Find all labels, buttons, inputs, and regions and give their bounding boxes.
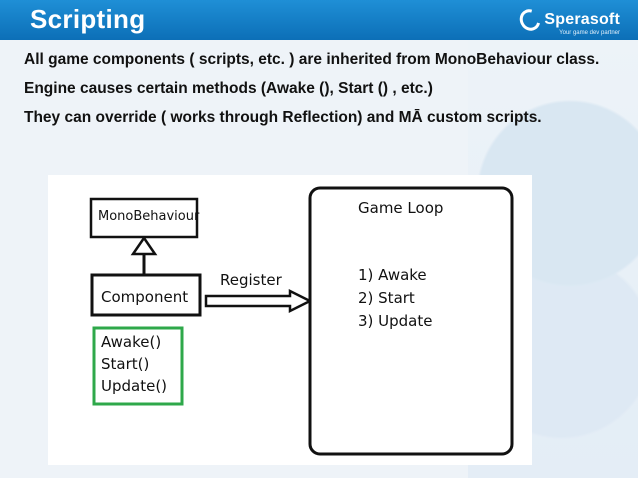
game-loop-box [308, 186, 514, 456]
register-label: Register [220, 271, 282, 289]
sperasoft-logo-icon [516, 5, 545, 35]
diagram-shapes [89, 186, 514, 456]
title-bar: Scripting Sperasoft Your game dev partne… [0, 0, 638, 40]
slide-title: Scripting [30, 4, 146, 34]
register-arrow [204, 288, 313, 314]
bullet-item: All game components ( scripts, etc. ) ar… [24, 51, 600, 68]
brand-name: Sperasoft [544, 11, 620, 28]
loop-step-update: 3) Update [358, 312, 433, 330]
base-class-box [89, 197, 199, 239]
diagram: MonoBehaviour Component Awake() Start() … [48, 175, 532, 465]
methods-box [92, 326, 184, 406]
method-start: Start() [101, 355, 150, 373]
inheritance-arrowhead [130, 235, 158, 256]
bullet-item: Engine causes certain methods (Awake (),… [24, 80, 433, 97]
brand-tagline: Your game dev partner [559, 30, 620, 36]
base-class-label: MonoBehaviour [98, 209, 200, 224]
method-awake: Awake() [101, 333, 162, 351]
component-label: Component [101, 288, 189, 306]
method-update: Update() [101, 377, 168, 395]
game-loop-title: Game Loop [358, 199, 444, 217]
bullet-list: All game components ( scripts, etc. ) ar… [24, 50, 624, 137]
loop-step-start: 2) Start [358, 289, 415, 307]
bullet-item: They can override ( works through Reflec… [24, 109, 542, 126]
brand-logo: Sperasoft Your game dev partner [516, 5, 620, 36]
component-box [90, 273, 202, 317]
loop-step-awake: 1) Awake [358, 266, 427, 284]
